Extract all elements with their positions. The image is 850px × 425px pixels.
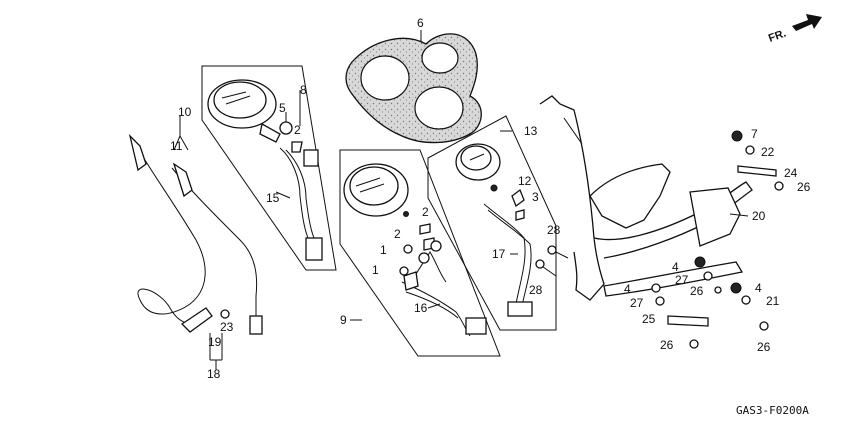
instrument-panel-cover — [345, 33, 482, 144]
label-11: 11 — [170, 139, 183, 153]
label-24: 25 — [642, 312, 656, 326]
indicator-gauge — [455, 143, 501, 192]
assembly-box-8 — [201, 65, 337, 271]
part-number-labels: 6 8 5 2 10 11 15 13 12 3 2 2 1 1 16 9 17… — [170, 16, 811, 417]
meter-bracket — [539, 95, 753, 301]
label-4c: 4 — [624, 282, 631, 296]
label-4a: 4 — [672, 260, 679, 274]
label-25: 26 — [797, 180, 811, 194]
label-10: 10 — [178, 105, 192, 119]
bulb-2-box8 — [291, 141, 303, 153]
wire-harness-15 — [401, 251, 487, 337]
tachometer-gauge — [343, 163, 409, 217]
label-18: 19 — [208, 335, 222, 349]
assembly-box-9 — [339, 149, 501, 357]
assembly-box-13 — [427, 115, 557, 331]
label-15: 16 — [414, 301, 428, 315]
label-26b: 26 — [660, 338, 674, 352]
label-19: 20 — [752, 209, 766, 223]
label-28a: 28 — [547, 223, 561, 237]
label-14: 15 — [266, 191, 280, 205]
label-2a: 2 — [294, 123, 301, 137]
speedometer-cable — [128, 133, 263, 335]
label-2b: 2 — [422, 205, 429, 219]
label-20: 21 — [766, 294, 780, 308]
wire-harness-16 — [483, 188, 533, 317]
label-1b: 1 — [372, 263, 379, 277]
front-direction-arrow: FR. — [767, 14, 822, 45]
label-28b: 28 — [529, 283, 543, 297]
label-3: 3 — [532, 190, 539, 204]
direction-label: FR. — [767, 27, 788, 44]
cable-washer-22 — [220, 309, 230, 319]
label-8: 8 — [300, 83, 307, 97]
label-22: 23 — [220, 320, 234, 334]
label-16: 17 — [492, 247, 506, 261]
hardware-parts — [535, 130, 784, 349]
leader-lines — [173, 90, 749, 370]
label-5: 5 — [279, 101, 286, 115]
label-6: 6 — [417, 16, 424, 30]
bulbs-box9 — [399, 223, 442, 276]
diagram-code: GAS3-F0200A — [736, 404, 809, 417]
label-21: 22 — [761, 145, 775, 159]
label-23: 24 — [784, 166, 798, 180]
label-9: 9 — [340, 313, 347, 327]
label-4b: 4 — [755, 281, 762, 295]
label-13: 13 — [524, 124, 538, 138]
label-27b: 27 — [630, 296, 644, 310]
label-17: 18 — [207, 367, 221, 381]
label-26c: 26 — [757, 340, 771, 354]
label-2c: 2 — [394, 227, 401, 241]
label-7: 7 — [751, 127, 758, 141]
label-12: 12 — [518, 174, 532, 188]
label-26a: 26 — [690, 284, 704, 298]
speedometer-gauge — [207, 79, 323, 261]
label-1a: 1 — [380, 243, 387, 257]
label-27a: 27 — [675, 273, 689, 287]
bulb-socket-5 — [279, 121, 293, 135]
